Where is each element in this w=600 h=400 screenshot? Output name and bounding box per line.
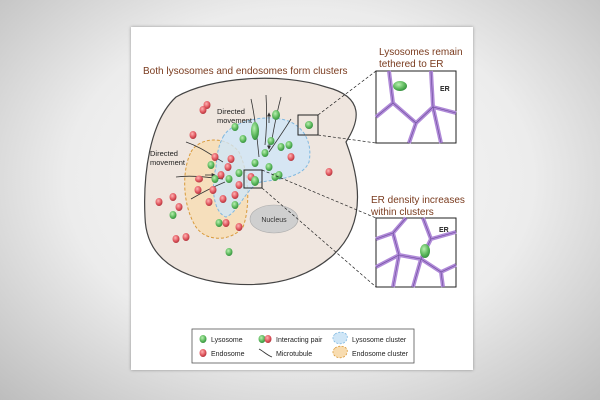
microtubule — [185, 141, 224, 163]
lysosome — [235, 169, 243, 177]
endosome — [199, 106, 207, 114]
er-label: ER — [440, 86, 450, 93]
lysosome — [393, 81, 407, 91]
endosome — [222, 219, 230, 227]
zoom-box-top — [297, 114, 319, 136]
endosome — [224, 163, 232, 171]
legend-interacting-pair: Interacting pair — [276, 337, 323, 344]
legend-lysosome: Lysosome — [211, 337, 243, 344]
callout-top-label: Lysosomes remain tethered to ER — [379, 47, 465, 70]
lysosome — [420, 244, 430, 258]
figure-title: Both lysosomes and endosomes form cluste… — [143, 66, 348, 77]
endosome — [169, 193, 177, 201]
endosome — [211, 153, 219, 161]
endosome — [235, 223, 243, 231]
lysosome — [211, 175, 219, 183]
endosome — [231, 191, 239, 199]
endosome — [175, 203, 183, 211]
lysosome-legend-icon — [199, 335, 207, 343]
lysosome — [275, 171, 283, 179]
legend-endosome: Endosome — [211, 351, 245, 358]
endosome — [287, 153, 295, 161]
zoom-connector — [261, 169, 377, 219]
zoom-box-bottom — [243, 169, 263, 189]
lysosome — [231, 201, 239, 209]
lysosome-cluster — [213, 117, 311, 218]
legend-lysosome-cluster: Lysosome cluster — [352, 337, 407, 344]
lysosome — [225, 248, 233, 256]
zoom-connector — [261, 187, 377, 288]
endosome — [205, 198, 213, 206]
nucleus-label: Nucleus — [261, 217, 287, 224]
legend-microtubule: Microtubule — [276, 351, 312, 358]
figure-card: Both lysosomes and endosomes form cluste… — [131, 27, 473, 370]
callout-bottom-label: ER density increases within clusters — [370, 195, 468, 218]
cell-diagram: Both lysosomes and endosomes form cluste… — [143, 47, 468, 364]
microtubule-legend-icon — [258, 348, 273, 358]
lysosome — [267, 137, 275, 145]
lysosome — [251, 122, 259, 140]
endosome — [209, 186, 217, 194]
interacting-pair-legend-icon — [258, 335, 266, 343]
endosome — [235, 181, 243, 189]
lysosome — [251, 176, 259, 186]
inset-bottom: ER — [375, 216, 457, 288]
endosome — [325, 168, 333, 176]
zoom-connector — [317, 70, 377, 116]
endosome — [182, 233, 190, 241]
lysosome — [265, 163, 273, 171]
lysosome — [207, 161, 215, 169]
lysosome — [169, 211, 177, 219]
organelles — [155, 101, 333, 256]
lysosome — [285, 141, 293, 149]
endosome-legend-icon — [199, 349, 207, 357]
microtubule — [264, 94, 268, 146]
legend-endosome-cluster: Endosome cluster — [352, 351, 409, 358]
lysosome — [215, 219, 223, 227]
lysosome — [225, 175, 233, 183]
lysosome — [261, 149, 269, 157]
lysosome-cluster-legend-icon — [332, 331, 348, 345]
directed-movement-label: Directed movement — [217, 107, 253, 125]
endosome — [155, 198, 163, 206]
directed-movement-label: Directed movement — [150, 149, 186, 167]
lysosome — [231, 123, 239, 131]
endosome — [227, 155, 235, 163]
inset-top: ER — [374, 70, 457, 144]
endosome — [172, 235, 180, 243]
endosome — [219, 195, 227, 203]
microtubule — [190, 181, 226, 200]
endosome — [189, 131, 197, 139]
endosome — [194, 186, 202, 194]
lysosome — [272, 110, 280, 120]
lysosome — [277, 143, 285, 151]
endosome-cluster-legend-icon — [332, 345, 348, 359]
endosome — [195, 175, 203, 183]
endosome — [217, 171, 225, 179]
legend: Lysosome Interacting pair Lysosome clust… — [191, 328, 415, 364]
lysosome — [251, 159, 259, 167]
er-label: ER — [439, 227, 449, 234]
lysosome — [239, 135, 247, 143]
lysosome — [305, 121, 313, 129]
